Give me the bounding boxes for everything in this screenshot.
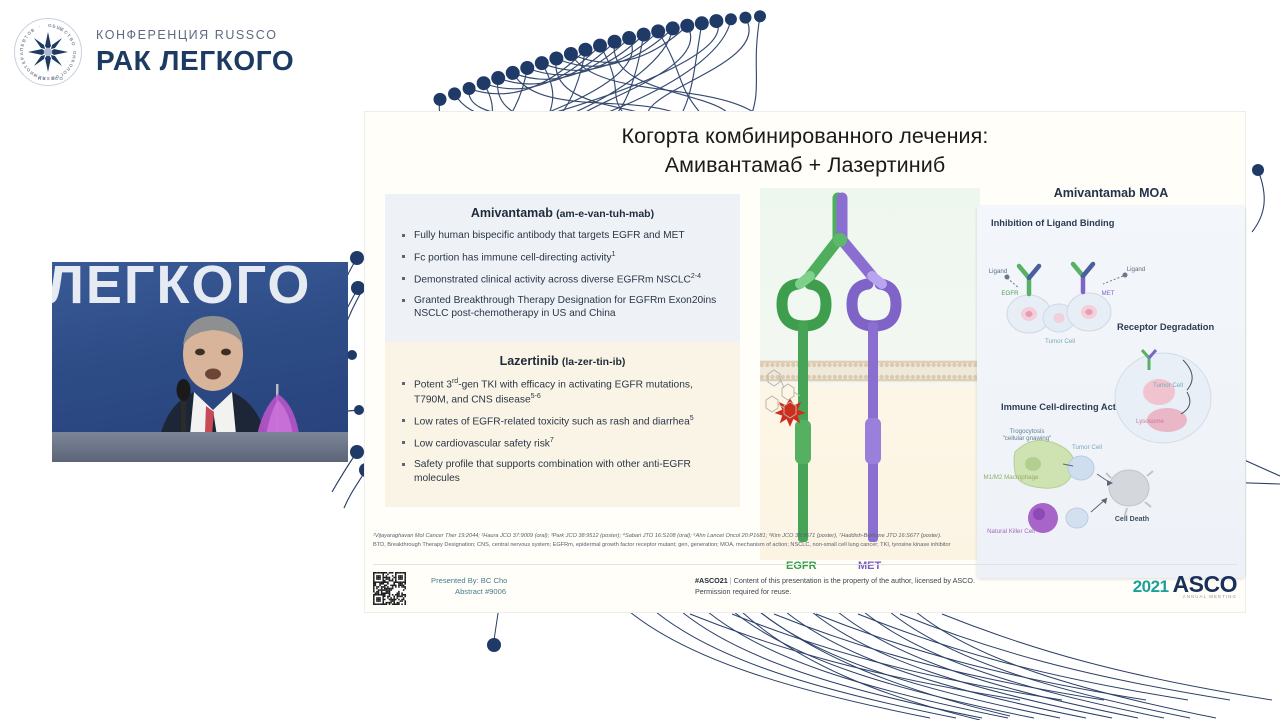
moa-section-ligand-binding: Inhibition of Ligand Binding	[991, 218, 1115, 228]
brand-subtitle: КОНФЕРЕНЦИЯ RUSSCO	[96, 28, 278, 43]
nk-cell-label: Natural Killer Cell	[987, 528, 1035, 535]
asco-year: 2021	[1132, 577, 1169, 596]
presenter-info: Presented By: BC Cho Abstract #9006	[431, 575, 507, 598]
amivantamab-pronunciation: (am-e-van-tuh-mab)	[556, 208, 655, 220]
footer-divider	[373, 564, 1237, 565]
moa-panel: Amivantamab MOA Inhibition of Ligand Bin…	[977, 186, 1245, 586]
moa-egfr-label: EGFR	[1001, 290, 1019, 297]
bispecific-antibody	[795, 192, 887, 289]
bullet-item: Potent 3rd-gen TKI with efficacy in acti…	[399, 377, 726, 407]
flag-icon	[256, 384, 300, 450]
bullet-item: Low rates of EGFR-related toxicity such …	[399, 414, 726, 429]
lazertinib-molecule	[765, 369, 801, 419]
moa-section-immune-activity: Immune Cell-directing Activity	[1001, 402, 1135, 412]
trogocytosis-sub: "cellular gnawing"	[1002, 435, 1052, 443]
asco-logo: 2021 ASCO	[1132, 571, 1238, 598]
met-receptor	[846, 278, 902, 542]
met-label: MET	[858, 560, 882, 572]
slide-title-line1: Когорта комбинированного лечения:	[621, 124, 989, 148]
slide-title: Когорта комбинированного лечения: Амиван…	[365, 122, 1245, 180]
lazertinib-pronunciation: (la-zer-tin-ib)	[561, 356, 626, 368]
bullet-item: Granted Breakthrough Therapy Designation…	[399, 294, 726, 321]
presented-by: Presented By: BC Cho	[431, 576, 508, 585]
egfr-label: EGFR	[786, 560, 817, 572]
ligand-right-label: Ligand	[1126, 266, 1146, 273]
egfr-met-illustration	[759, 188, 980, 560]
amivantamab-heading: Amivantamab (am-e-van-tuh-mab)	[399, 206, 726, 220]
amivantamab-name: Amivantamab	[470, 206, 553, 220]
trogocytosis-text: Trogocytosis	[1009, 428, 1045, 435]
lysosome-label: Lysosome	[1136, 418, 1164, 425]
trogocytosis-label: Trogocytosis "cellular gnawing"	[995, 428, 1059, 443]
egfr-receptor	[774, 278, 832, 542]
bullet-item: Fully human bispecific antibody that tar…	[399, 229, 726, 243]
bullet-item: Low cardiovascular safety risk7	[399, 436, 726, 451]
video-table	[52, 432, 348, 462]
bullet-item: Demonstrated clinical activity across di…	[399, 272, 726, 287]
brand-title: РАК ЛЕГКОГО	[96, 44, 295, 76]
amivantamab-box: Amivantamab (am-e-van-tuh-mab) Fully hum…	[385, 194, 740, 343]
asco-tagline: ANNUAL MEETING	[1182, 594, 1237, 599]
macrophage-label: M1/M2 Macrophage	[983, 474, 1039, 481]
ligand-left-label: Ligand	[988, 268, 1008, 275]
slide-footer-bar: Presented By: BC Cho Abstract #9006 #ASC…	[365, 567, 1245, 612]
receptor-diagram: EGFR MET	[759, 188, 980, 588]
moa-card: Inhibition of Ligand Binding Receptor De…	[977, 206, 1245, 578]
logo-ring	[14, 18, 82, 86]
presentation-slide: Когорта комбинированного лечения: Амиван…	[365, 112, 1245, 612]
tumor-cell-label-2: Tumor Cell	[1071, 444, 1103, 451]
footnote-abbreviations: BTD, Breakthrough Therapy Designation; C…	[373, 542, 951, 549]
footnote-references: ¹Vijayaraghavan Mol Cancer Ther 19:2044;…	[373, 533, 942, 539]
asco-hashtag: #ASCO21	[695, 576, 728, 585]
moa-section-receptor-degradation: Receptor Degradation	[1117, 322, 1215, 332]
lazertinib-box: Lazertinib (la-zer-tin-ib) Potent 3rd-ge…	[385, 342, 740, 507]
bullet-item: Safety profile that supports combination…	[399, 458, 726, 485]
asco-wordmark: ASCO	[1172, 571, 1238, 597]
asco-rights-line2: Permission required for reuse.	[695, 586, 792, 596]
cell-death-label: Cell Death	[1114, 516, 1150, 523]
speaker-video-tile[interactable]: ЛЕГКОГО	[52, 262, 348, 462]
bullet-item: Fc portion has immune cell-directing act…	[399, 250, 726, 265]
lazertinib-heading: Lazertinib (la-zer-tin-ib)	[399, 354, 726, 368]
lazertinib-name: Lazertinib	[499, 354, 559, 368]
asco-separator: |	[729, 576, 732, 585]
compass-star-icon	[28, 32, 68, 72]
asco-rights-line1: Content of this presentation is the prop…	[733, 576, 975, 585]
tumor-cell-label-1: Tumor Cell	[1044, 338, 1076, 345]
abstract-number: Abstract #9006	[455, 587, 507, 597]
moa-illustration	[1004, 261, 1212, 533]
moa-met-label: MET	[1101, 290, 1115, 297]
backdrop-wordmark: ЛЕГКОГО	[52, 262, 312, 315]
slide-title-line2: Амивантамаб + Лазертиниб	[664, 153, 946, 178]
microphone-icon	[176, 379, 191, 454]
lazertinib-bullet-list: Potent 3rd-gen TKI with efficacy in acti…	[399, 377, 726, 486]
tumor-cell-label-3: Tumor Cell	[1152, 382, 1184, 389]
qr-code-icon[interactable]	[373, 572, 406, 605]
slide-footnotes: ¹Vijayaraghavan Mol Cancer Ther 19:2044;…	[373, 532, 1237, 550]
brand-text: КОНФЕРЕНЦИЯ RUSSCO РАК ЛЕГКОГО	[96, 29, 294, 75]
amivantamab-bullet-list: Fully human bispecific antibody that tar…	[399, 229, 726, 321]
asco-rights-notice: #ASCO21 | Content of this presentation i…	[695, 576, 1115, 598]
moa-title: Amivantamab MOA	[1053, 186, 1169, 200]
